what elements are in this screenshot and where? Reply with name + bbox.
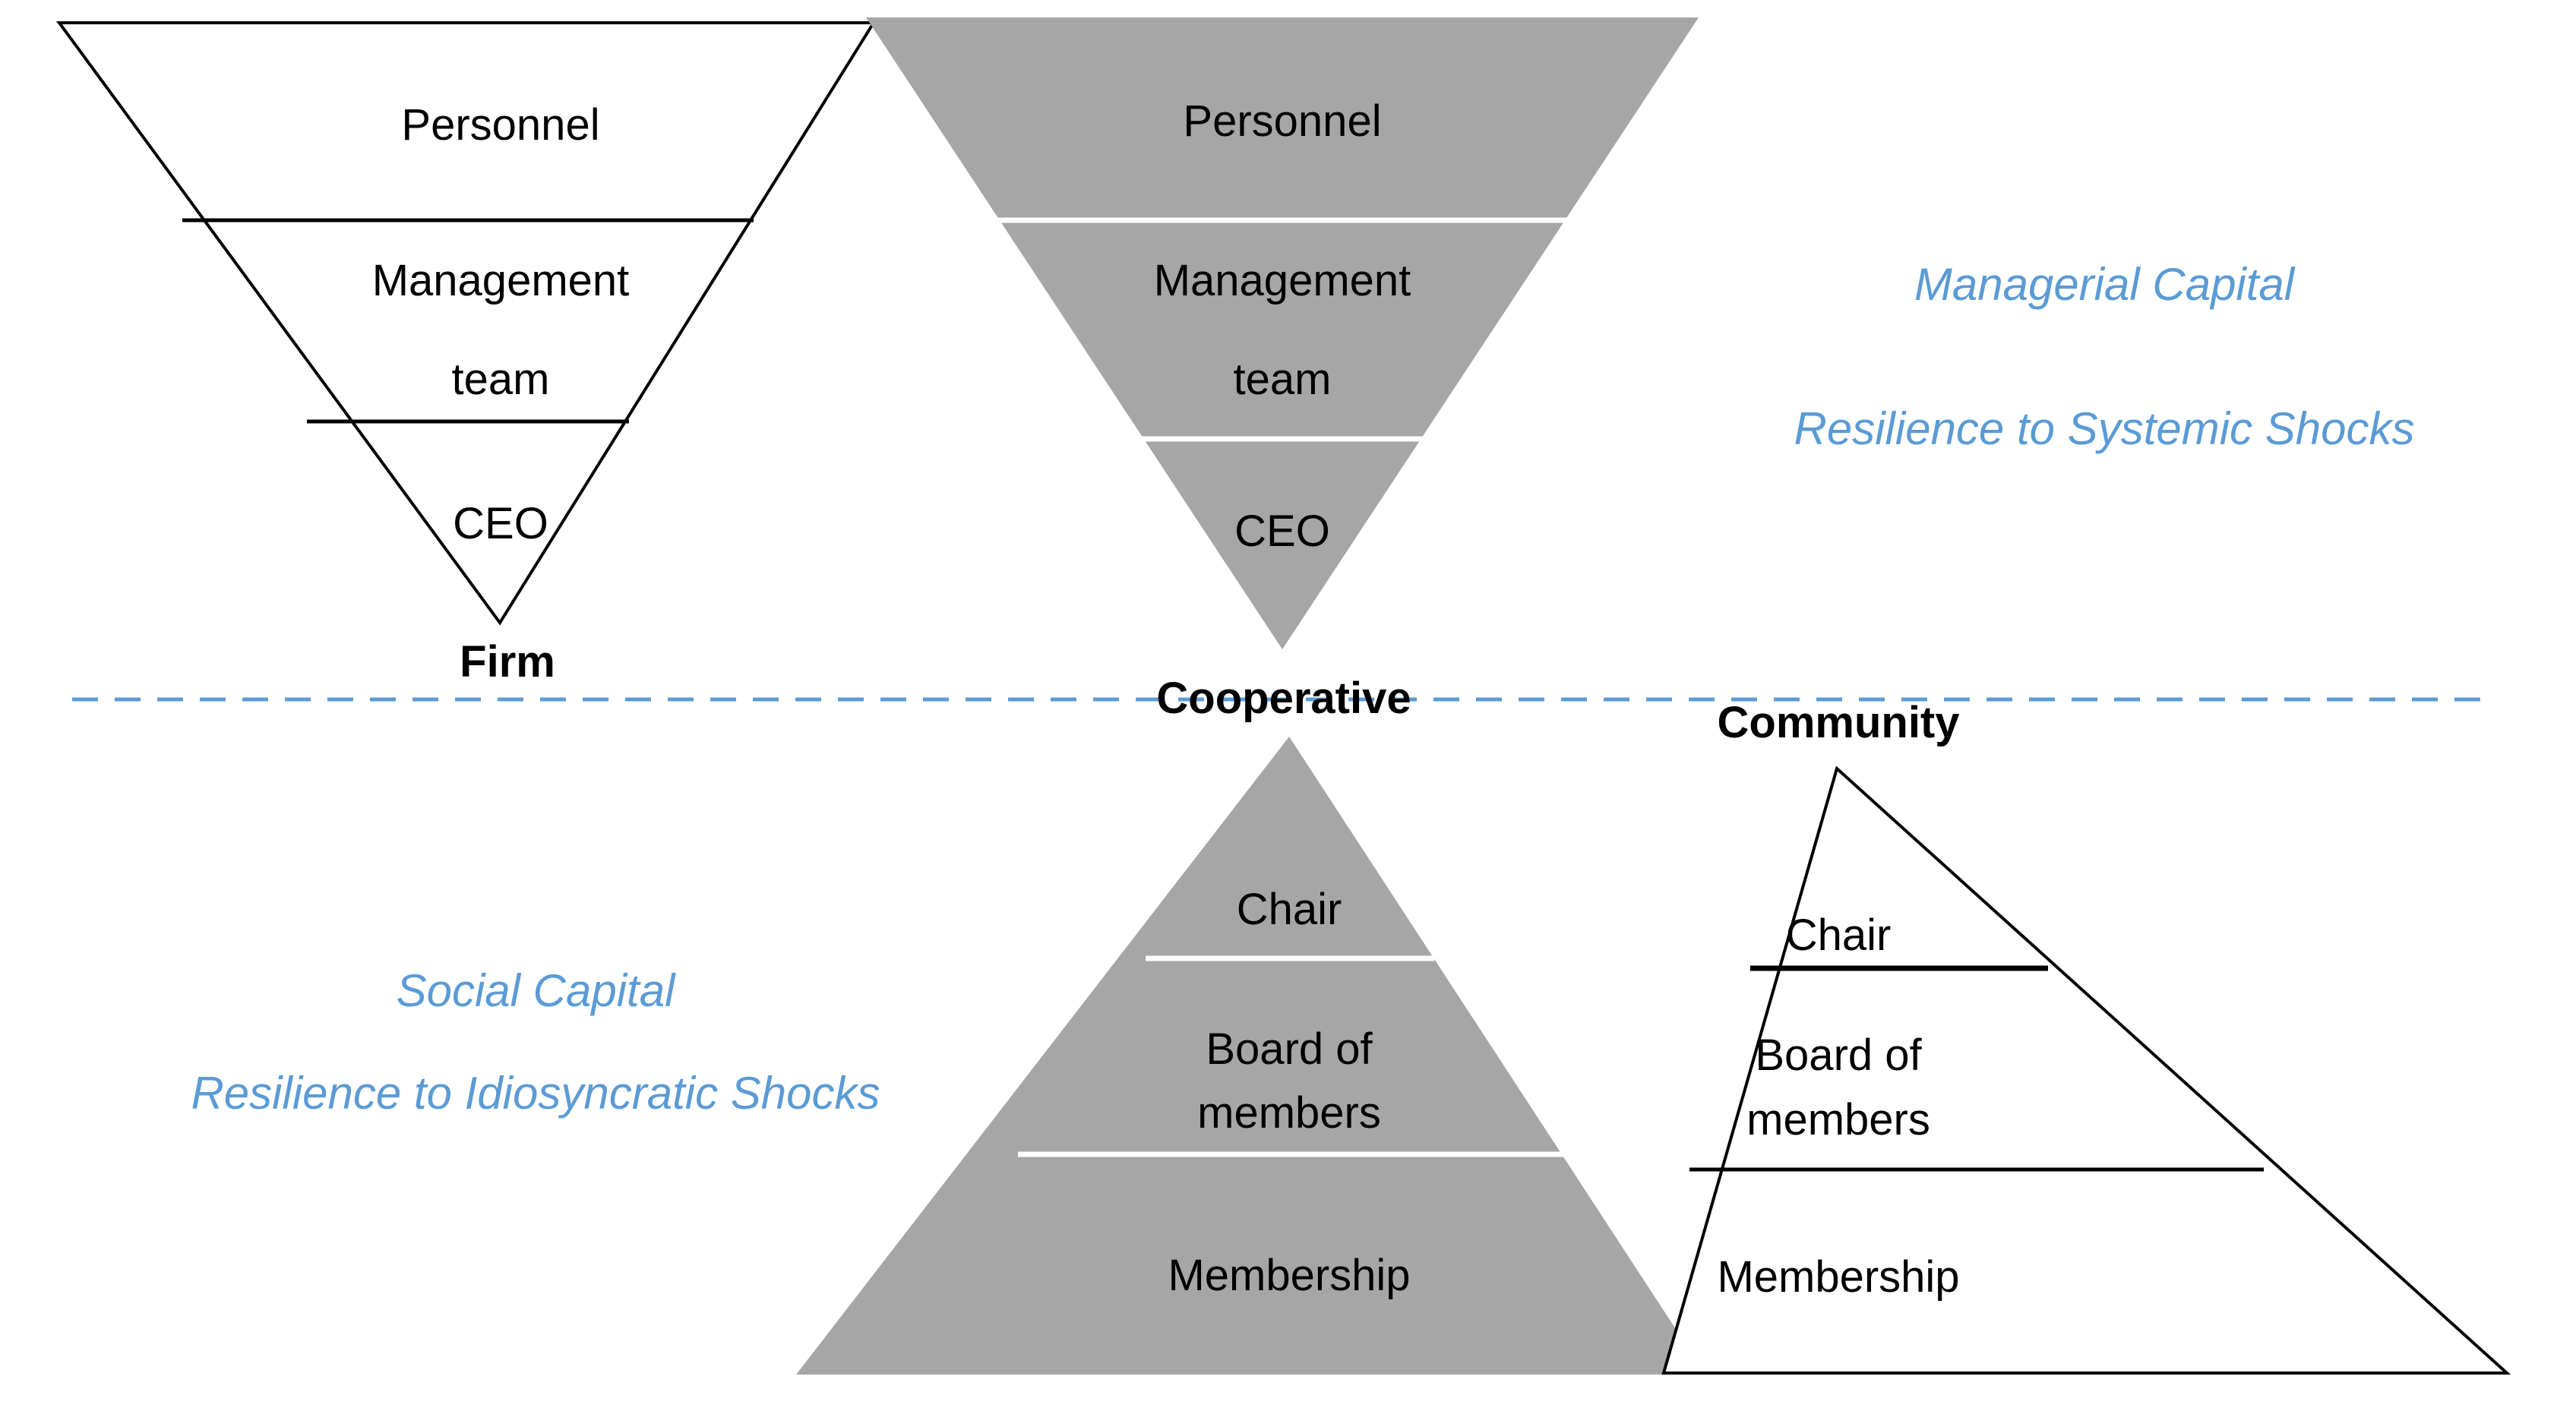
community-level-board-line2: members — [1746, 1095, 1930, 1144]
annotation-resilience-idiosyncratic: Resilience to Idiosyncratic Shocks — [191, 1068, 880, 1119]
community-shape — [1661, 765, 2511, 1375]
cooperative-level-chair: Chair — [1236, 885, 1342, 934]
cooperative-title: Cooperative — [1156, 674, 1411, 723]
cooperative-level-board-line2: members — [1197, 1088, 1381, 1138]
firm-triangle — [56, 21, 877, 626]
cooperative-level-ceo: CEO — [1234, 507, 1330, 556]
firm-level-ceo: CEO — [453, 499, 548, 548]
community-pyramid — [1661, 765, 2511, 1375]
firm-level-team: team — [451, 355, 550, 404]
annotation-managerial-capital: Managerial Capital — [1914, 259, 2295, 310]
cooperative-level-board-line1: Board of — [1206, 1024, 1373, 1074]
cooperative-level-membership: Membership — [1168, 1251, 1411, 1300]
community-level-board-line1: Board of — [1755, 1031, 1922, 1080]
cooperative-bottom-pyramid — [796, 737, 1705, 1375]
cooperative-level-management: Management — [1153, 256, 1411, 305]
cooperative-top-shape — [866, 17, 1699, 649]
cooperative-level-team: team — [1233, 355, 1332, 404]
firm-shape — [56, 21, 877, 626]
firm-level-management: Management — [371, 256, 630, 305]
annotation-social-capital: Social Capital — [396, 965, 675, 1016]
cooperative-level-personnel: Personnel — [1183, 96, 1382, 146]
annotation-resilience-systemic: Resilience to Systemic Shocks — [1794, 403, 2415, 454]
community-level-chair: Chair — [1785, 911, 1892, 960]
community-title: Community — [1717, 698, 1960, 747]
firm-level-personnel: Personnel — [401, 100, 600, 150]
cooperative-bottom-shape — [796, 737, 1705, 1375]
community-level-membership: Membership — [1717, 1252, 1960, 1302]
cooperative-top-triangle — [866, 17, 1699, 649]
firm-title: Firm — [460, 637, 555, 687]
